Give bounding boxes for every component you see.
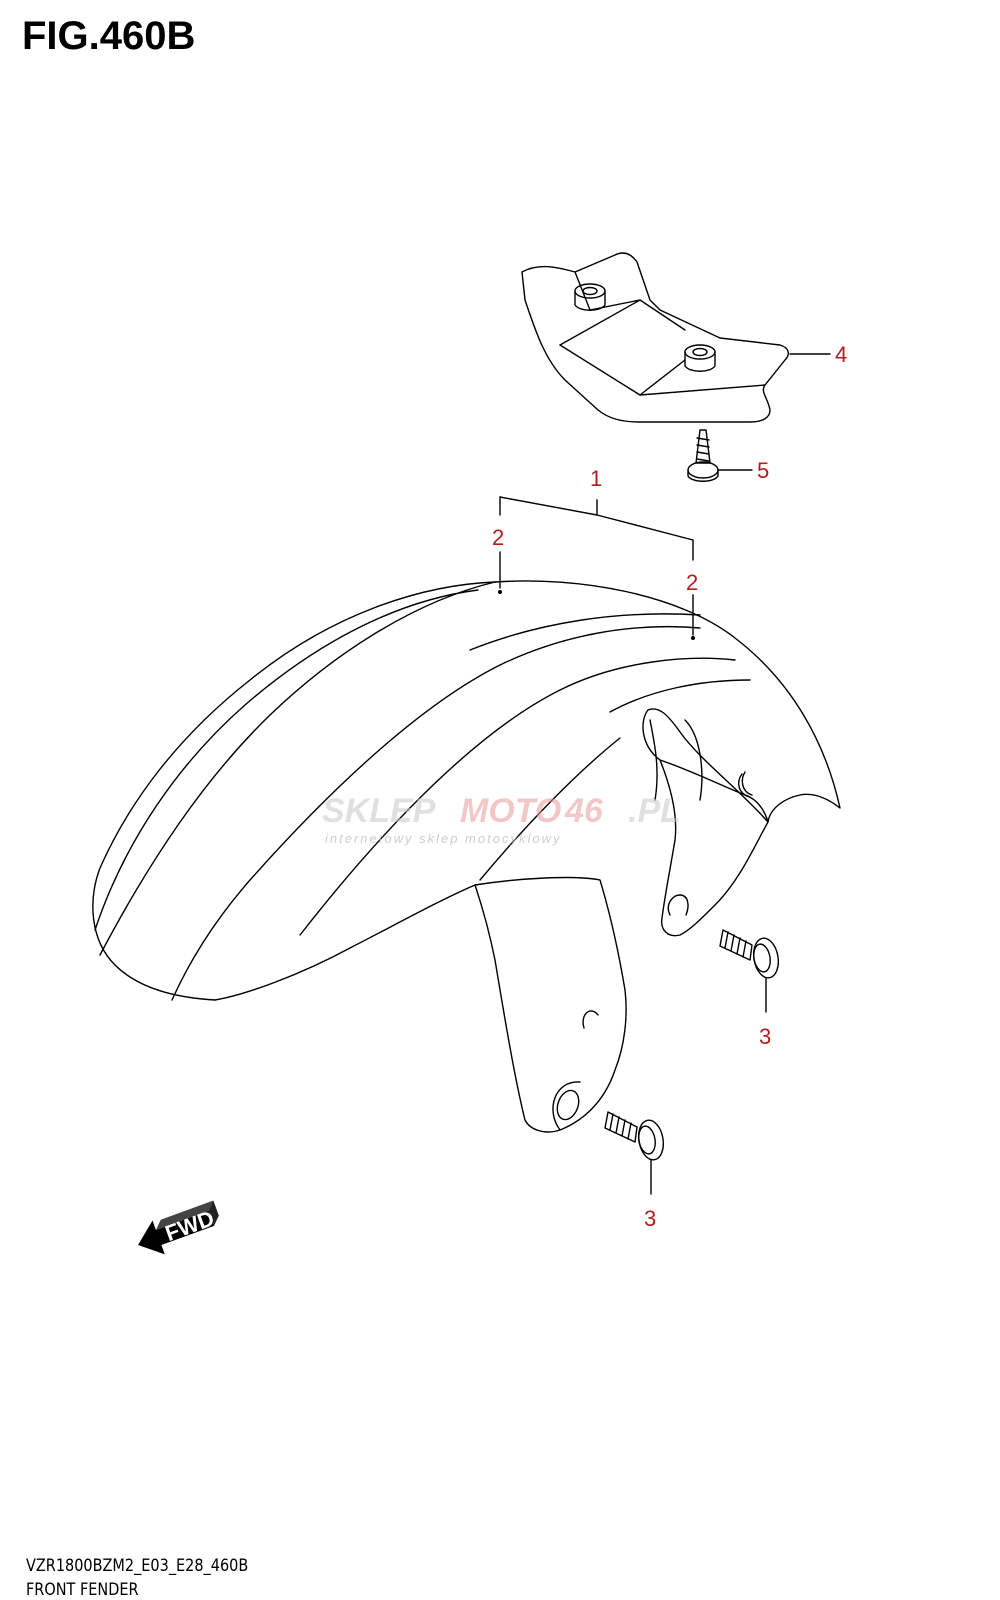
- watermark-brand-right: .PL: [628, 792, 681, 830]
- callout-3-lower: 3: [644, 1206, 656, 1231]
- bracket-part-4: [521, 252, 789, 423]
- footer-figure-name: FRONT FENDER: [26, 1580, 139, 1600]
- fwd-label: FWD: [162, 1205, 218, 1246]
- callout-1: 1: [590, 466, 602, 491]
- leader-lines: [499, 353, 831, 1195]
- callout-2-left: 2: [492, 525, 504, 550]
- bolt-part-3-lower: [604, 1111, 665, 1161]
- clip-point-right: [691, 636, 695, 640]
- callout-2-right: 2: [686, 570, 698, 595]
- watermark-tagline: internetowy sklep motocyklowy: [325, 831, 561, 846]
- fwd-arrow-icon: FWD: [138, 1200, 219, 1255]
- watermark-brand-mid: MOTO: [460, 792, 561, 830]
- bolt-part-3-right: [719, 929, 780, 979]
- footer-model-code: VZR1800BZM2_E03_E28_460B: [26, 1556, 249, 1576]
- callout-5: 5: [757, 458, 769, 483]
- front-fender-part-1: [92, 580, 841, 1133]
- watermark-brand-left: SKLEP: [322, 792, 436, 830]
- callout-3-right: 3: [759, 1024, 771, 1049]
- clip-point-left: [498, 590, 502, 594]
- screw-part-5: [687, 429, 719, 482]
- callout-4: 4: [835, 342, 847, 367]
- watermark-brand-num: 46: [564, 792, 604, 830]
- watermark: SKLEP MOTO 46 .PL internetowy sklep moto…: [322, 792, 681, 846]
- figure-title: FIG.460B: [22, 14, 196, 58]
